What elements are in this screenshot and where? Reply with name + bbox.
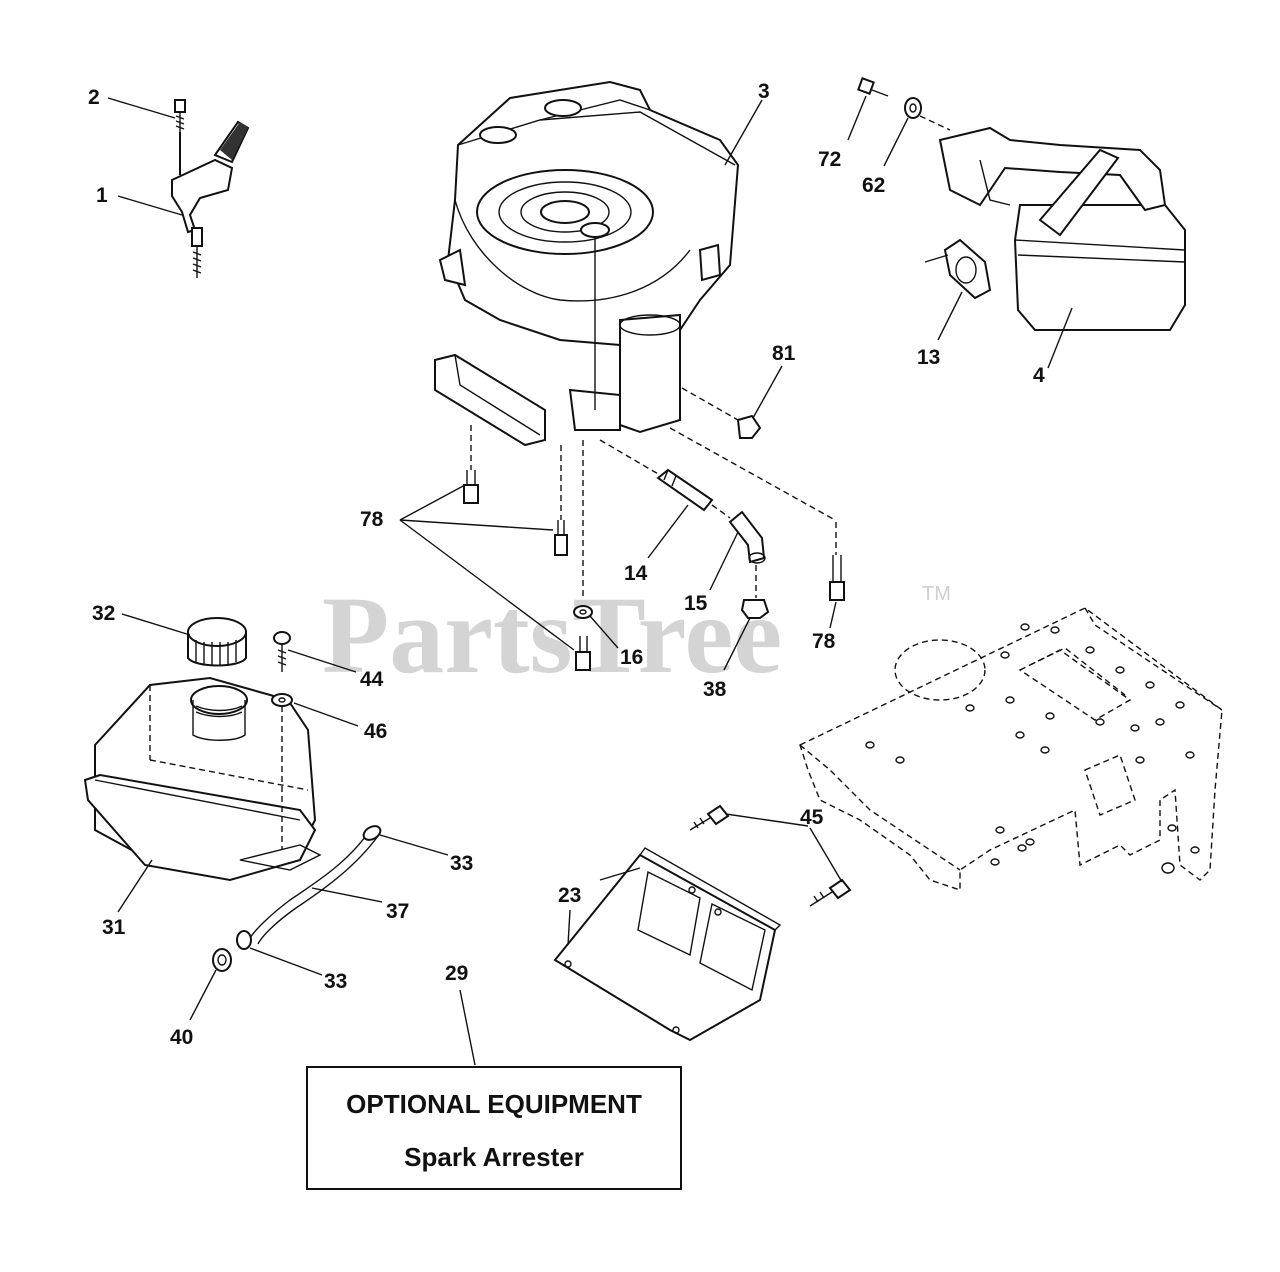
callout-31: 31 [102,916,126,939]
leader-line-37 [311,887,383,903]
bolt-78-part [463,470,591,671]
nut-81-part [736,414,762,439]
callout-62: 62 [862,174,885,197]
washer-16-part [573,605,593,619]
leader-line-23 [567,909,571,946]
dash-62 [919,115,951,131]
callout-32: 32 [92,602,115,625]
callout-78-left: 78 [360,508,384,531]
dash-14 [599,439,661,476]
fuel-tank-31-part [83,676,322,882]
callout-13: 13 [917,346,940,369]
leader-78b [399,519,554,531]
leader-line-33-bottom [249,947,323,976]
callout-1: 1 [96,184,108,207]
leader-line-4 [1047,307,1073,369]
bolt-72-part [857,77,889,97]
leader-line-32 [121,613,191,636]
engine-bracket-part [434,353,546,447]
fuel-cap-32-part [187,617,247,667]
plug-38-part [740,599,770,619]
leader-78a [399,484,466,521]
screw-44-part [273,631,291,672]
callout-2: 2 [88,86,100,109]
optional-equipment-subtitle: Spark Arrester [404,1142,584,1172]
leader-line-44 [287,649,357,673]
washer-46-part [271,693,293,707]
callout-45: 45 [800,806,824,829]
callout-29: 29 [445,962,468,985]
shield-23-part [553,847,782,1042]
leader-line-38 [723,617,751,671]
leader-line-2 [107,97,176,119]
chassis-holes [865,623,1200,874]
engine-part [438,80,740,434]
leader-line-40 [189,969,217,1021]
elbow-15-part [728,510,766,564]
dash-81 [681,387,739,421]
leader-line-33-top [379,834,449,856]
leader-line-45b [809,827,843,883]
optional-equipment-box: OPTIONAL EQUIPMENT Spark Arrester [306,1066,682,1190]
callout-78-right: 78 [812,630,836,653]
washer-62-part [904,97,922,119]
gasket-13-part [943,238,992,300]
callout-72: 72 [818,148,841,171]
leader-line-29 [459,989,476,1066]
callout-38: 38 [703,678,727,701]
callout-40: 40 [170,1026,193,1049]
leader-line-31 [117,859,153,913]
callout-15: 15 [684,592,708,615]
watermark-text: PartsTree [322,574,782,696]
fuel-line-37-part [212,825,382,972]
bolt-78-right-part [829,555,845,601]
callout-33-bottom: 33 [324,970,347,993]
screw-45-part [689,804,852,907]
callout-23: 23 [558,884,581,907]
callout-33-top: 33 [450,852,473,875]
gasket-edge-13 [924,254,949,263]
leader-line-46 [293,702,359,727]
callout-44: 44 [360,668,384,691]
callout-3: 3 [758,80,770,103]
throttle-control-part [171,99,250,278]
optional-equipment-title: OPTIONAL EQUIPMENT [346,1089,642,1119]
leader-line-14 [647,504,689,559]
leader-line-72 [847,95,867,141]
dash-78-right [669,427,836,521]
leader-78c [399,519,575,651]
leader-78-right [829,601,837,629]
callout-14: 14 [624,562,648,585]
callout-16: 16 [620,646,643,669]
dash-15 [711,504,731,519]
leader-line-45a [725,813,809,827]
leader-line-1 [117,195,183,216]
callout-46: 46 [364,720,387,743]
callout-37: 37 [386,900,409,923]
leader-line-13 [937,291,963,341]
chassis-frame-part [799,607,1223,891]
leader-line-81 [752,365,783,419]
leader-line-15 [709,531,739,591]
callout-4: 4 [1033,364,1045,387]
muffler-4-part [938,126,1186,331]
pipe-14-part [656,468,714,512]
leader-line-62 [883,117,909,167]
callout-81: 81 [772,342,796,365]
leader-line-16 [589,615,619,649]
watermark-trademark: TM [922,583,951,605]
leader-line-3 [724,99,763,166]
leader-line-23b [599,867,641,881]
